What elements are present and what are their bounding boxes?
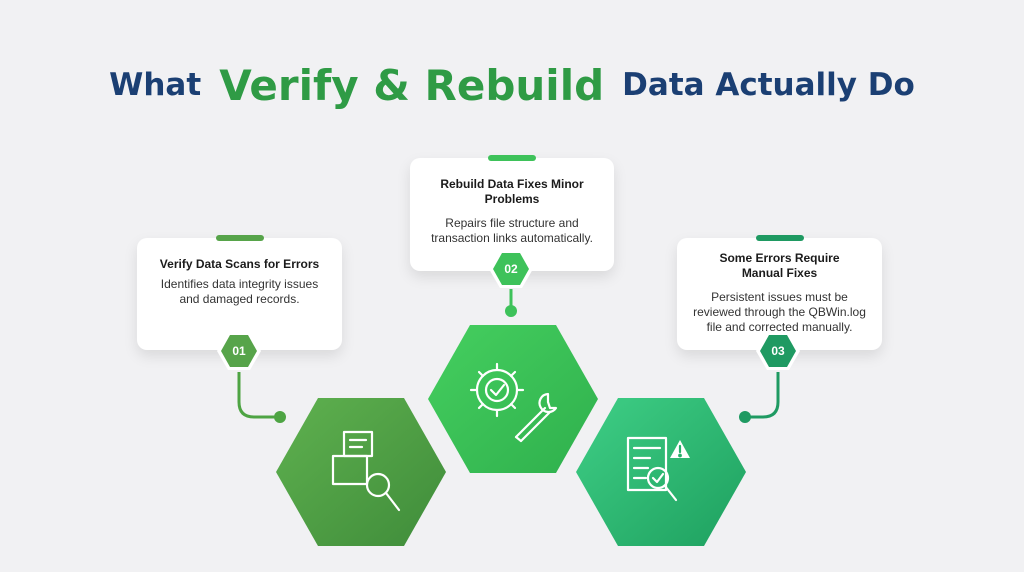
card-accent-bar	[215, 235, 264, 241]
connector-03	[739, 372, 780, 423]
step-description: Repairs file structure and transaction l…	[431, 216, 593, 245]
step-title: Rebuild Data Fixes Minor Problems	[440, 177, 584, 206]
connector-01	[237, 372, 286, 423]
step-badge-01: 01	[217, 332, 261, 370]
step-description: Identifies data integrity issues and dam…	[160, 277, 319, 306]
step-description: Persistent issues must be reviewed throu…	[693, 290, 866, 334]
hexagon-03	[576, 398, 746, 546]
card-accent-bar	[488, 155, 536, 161]
hexagon-01	[276, 398, 446, 546]
step-number: 01	[221, 335, 257, 367]
title-part-highlight: Verify & Rebuild	[219, 60, 605, 110]
step-title: Some Errors Require Manual Fixes	[719, 251, 840, 280]
step-card-01: Verify Data Scans for Errors Identifies …	[137, 235, 342, 350]
card-accent-bar	[755, 235, 804, 241]
connector-02	[505, 289, 517, 317]
step-number: 03	[760, 335, 796, 367]
gear-wrench-icon	[469, 362, 558, 443]
page-title: What Verify & Rebuild Data Actually Do	[0, 50, 1024, 120]
step-card-03: Some Errors Require Manual Fixes Persist…	[677, 235, 882, 350]
hexagon-02	[428, 325, 598, 473]
step-title: Verify Data Scans for Errors	[159, 257, 320, 271]
document-search-icon	[331, 430, 401, 512]
title-part-what: What	[109, 67, 202, 103]
checklist-warning-icon	[626, 436, 690, 502]
title-part-rest: Data Actually Do	[622, 67, 915, 103]
step-number: 02	[493, 253, 529, 285]
